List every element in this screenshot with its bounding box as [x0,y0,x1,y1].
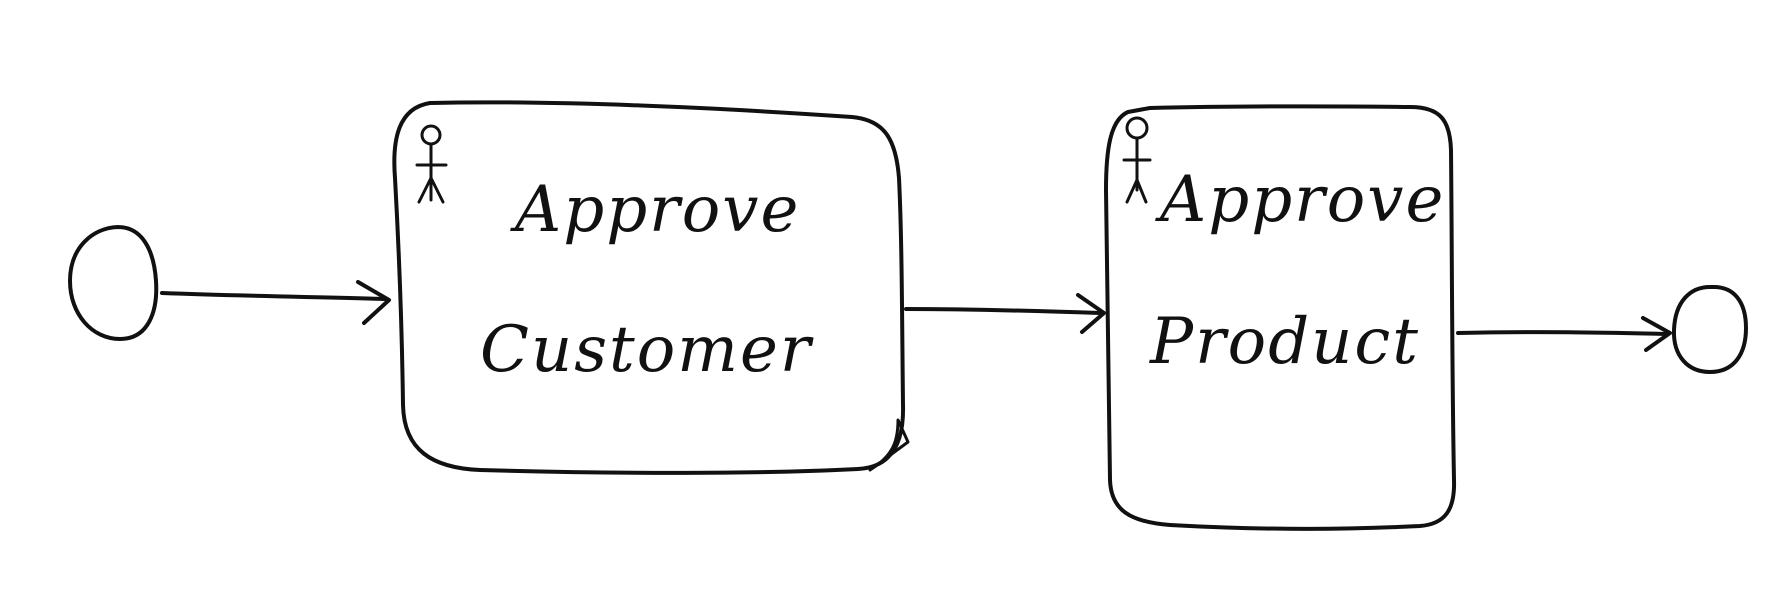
sequence-flow-start-to-approve-customer [160,280,391,325]
task-approve-product-label-line-1: Approve [1160,163,1446,237]
task-approve-customer-label-line-2: Customer [480,313,813,387]
task-approve-product-label-line-2: Product [1150,305,1420,379]
task-approve-product[interactable] [1104,104,1457,531]
start-event[interactable] [68,225,159,341]
user-icon [1122,116,1152,204]
user-icon [415,124,448,204]
task-approve-customer-label-line-1: Approve [515,173,801,247]
sequence-flow-approve-product-to-end [1456,316,1672,352]
task-approve-customer[interactable] [392,100,910,475]
sequence-flow-approve-customer-to-approve-product [904,293,1106,334]
end-event[interactable] [1671,284,1748,374]
